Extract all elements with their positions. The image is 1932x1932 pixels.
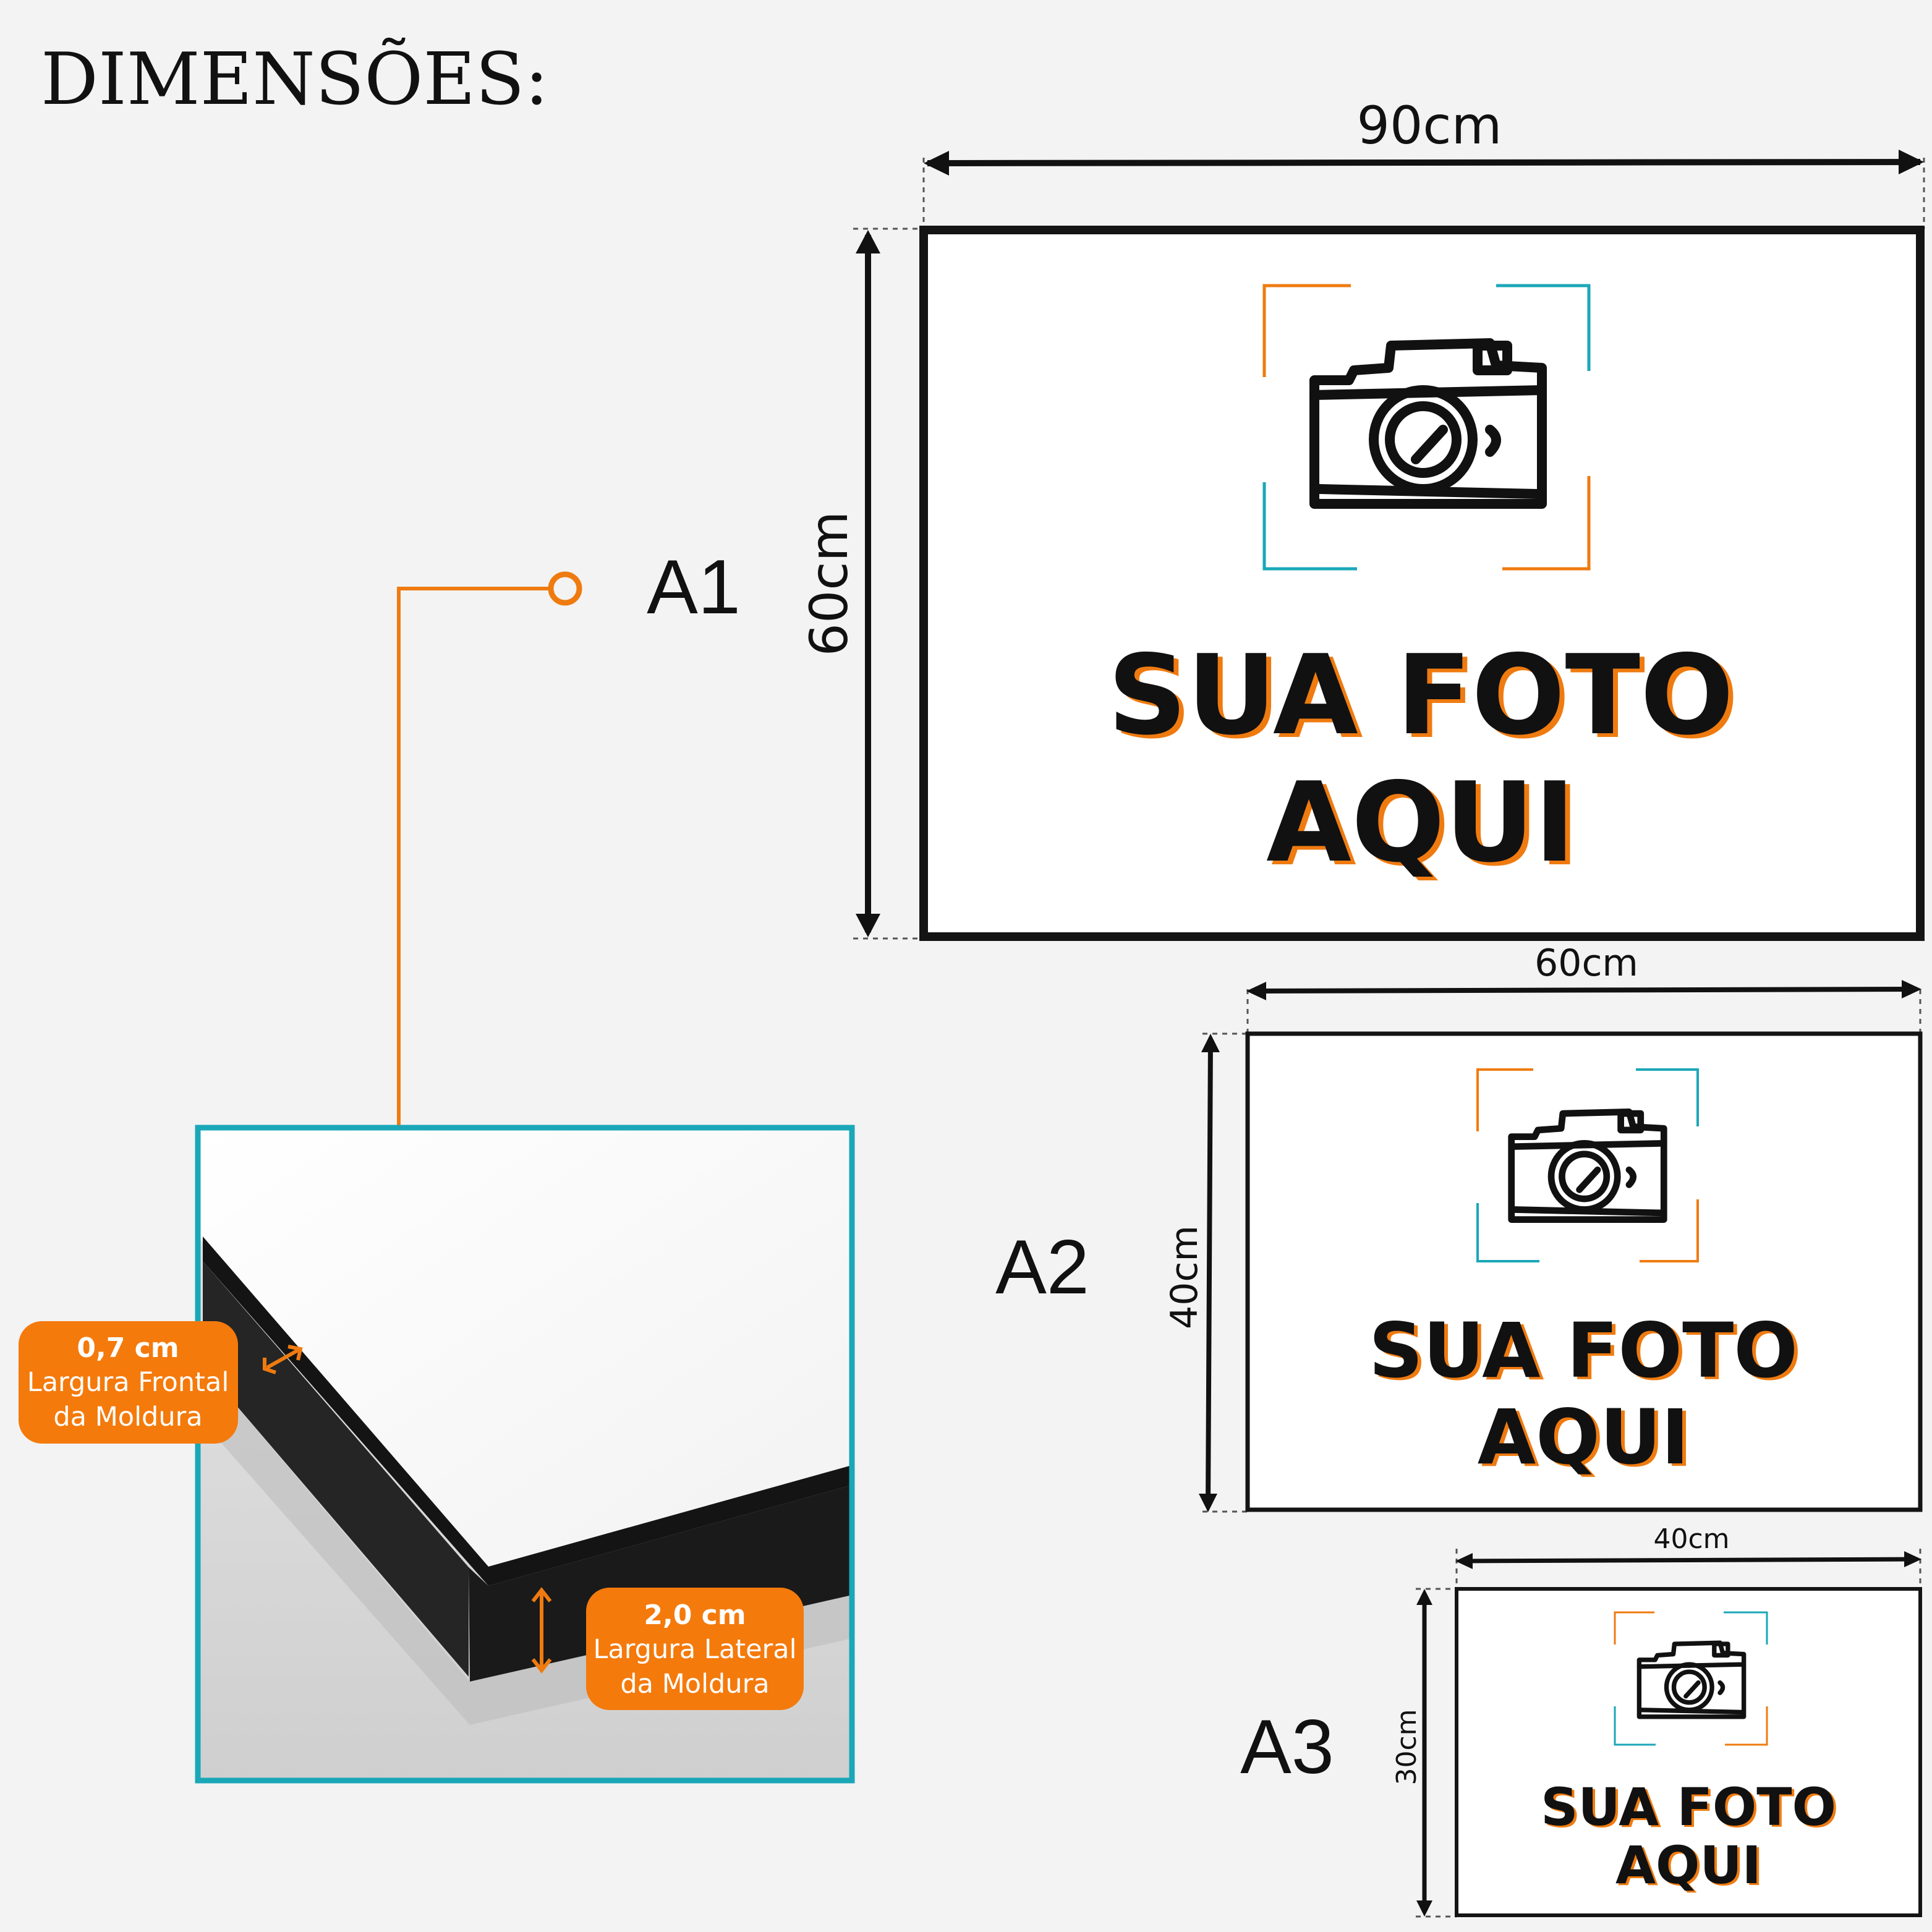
a2-height-arrow <box>1208 1039 1211 1507</box>
a2-headline-line2: AQUI <box>1478 1394 1690 1481</box>
front-width-caption-2: da Moldura <box>53 1402 202 1432</box>
a2-width-arrow <box>1251 989 1917 991</box>
size-a3: 40cm 30cm SUA FOTO SUA FOTO AQUI AQUI A3 <box>1240 1523 1921 1917</box>
a3-width-label: 40cm <box>1653 1523 1729 1555</box>
side-width-value: 2,0 cm <box>644 1599 746 1631</box>
a2-size-name: A2 <box>995 1225 1089 1310</box>
front-width-value: 0,7 cm <box>77 1332 179 1364</box>
detail-connector <box>399 574 579 1129</box>
page-title: DIMENSÕES: <box>41 38 549 121</box>
front-width-badge: 0,7 cm Largura Frontal da Moldura <box>19 1321 238 1444</box>
a1-width-arrow <box>927 162 1920 163</box>
a3-width-arrow <box>1460 1559 1917 1561</box>
side-width-caption-2: da Moldura <box>620 1669 769 1700</box>
a1-size-name: A1 <box>647 545 741 630</box>
size-a2: 60cm 40cm SUA FOTO SUA FOTO AQUI AQUI A2 <box>995 942 1921 1512</box>
a2-headline-line1: SUA FOTO <box>1369 1307 1798 1395</box>
a2-height-label: 40cm <box>1163 1225 1206 1329</box>
a1-headline-line1: SUA FOTO <box>1108 631 1734 759</box>
a3-size-name: A3 <box>1240 1704 1334 1790</box>
a2-width-label: 60cm <box>1534 942 1638 985</box>
a1-height-label: 60cm <box>799 511 859 657</box>
a1-headline-line2: AQUI <box>1266 759 1575 887</box>
a3-headline-line1: SUA FOTO <box>1541 1777 1836 1837</box>
a3-headline-line2: AQUI <box>1615 1835 1761 1896</box>
a3-height-label: 30cm <box>1391 1709 1423 1785</box>
side-width-badge: 2,0 cm Largura Lateral da Moldura <box>586 1588 804 1710</box>
size-a1: 90cm 60cm SUA FOTO SUA FOTO AQUI AQUI A1 <box>647 95 1924 938</box>
a1-width-label: 90cm <box>1357 95 1502 156</box>
front-width-caption-1: Largura Frontal <box>27 1367 229 1398</box>
side-width-caption-1: Largura Lateral <box>593 1634 796 1665</box>
